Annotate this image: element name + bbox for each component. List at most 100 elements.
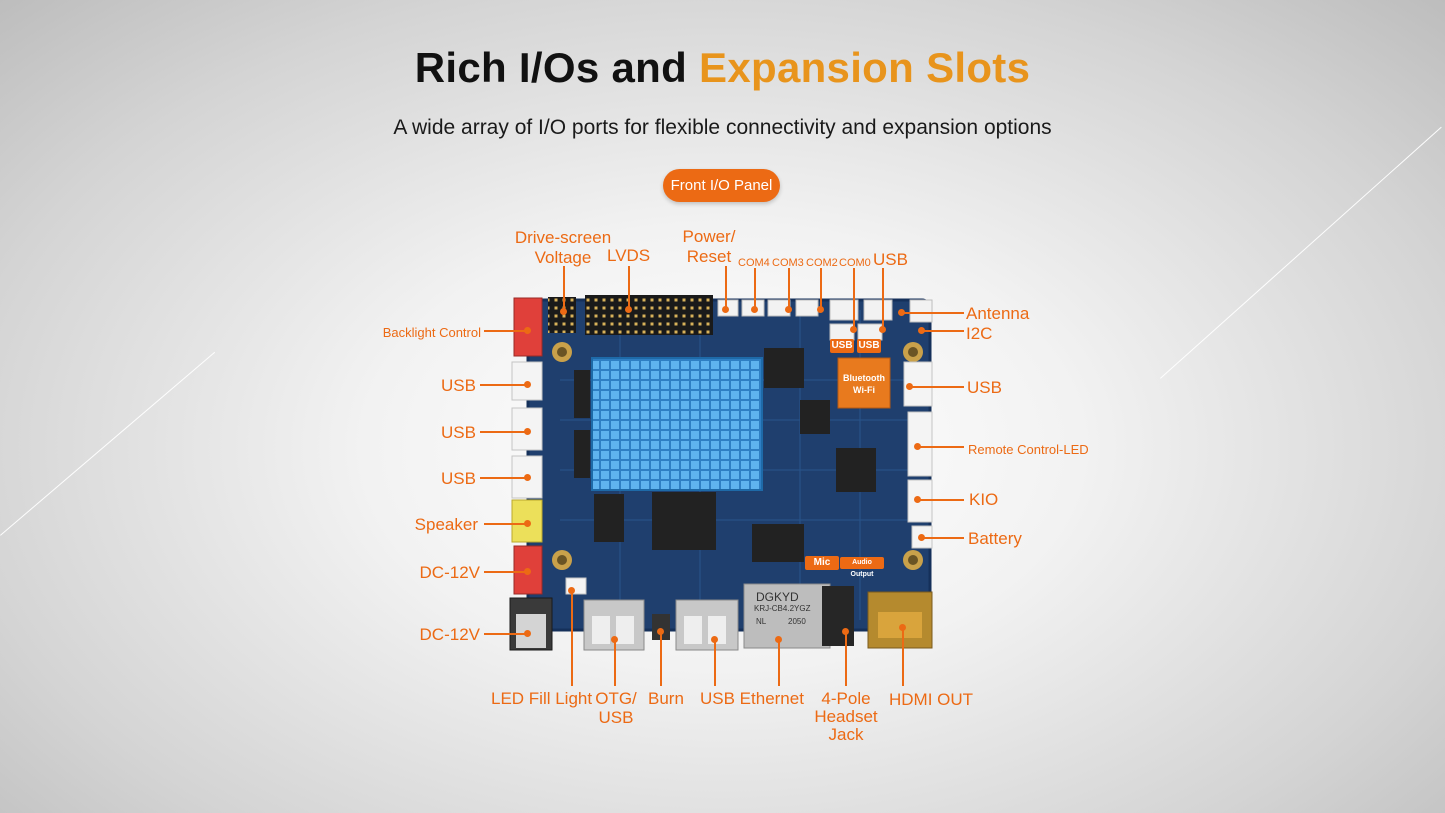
leader-speaker [484,523,528,525]
label-line: Voltage [534,248,592,267]
leader-dot [918,534,925,541]
title-main: Rich I/Os and [414,44,700,91]
leader-dot [524,428,531,435]
lvds-header [585,295,713,335]
page-title: Rich I/Os and Expansion Slots [0,44,1445,92]
label-battery: Battery [968,529,1022,548]
leader-usb-left-2 [480,431,528,433]
leader-kio [918,499,964,501]
label-line: OTG/ [595,689,637,708]
leader-com4 [754,268,756,310]
leader-dot [657,628,664,635]
bt-label: Bluetooth [843,373,885,383]
leader-dot [879,326,886,333]
leader-dot [850,326,857,333]
label-power-reset: Power/ Reset [670,227,748,267]
leader-dot [524,630,531,637]
leader-dot [914,496,921,503]
page-subtitle: A wide array of I/O ports for flexible c… [393,116,1052,139]
leader-usb-ethernet [714,640,716,686]
label-hdmi-out: HDMI OUT [889,690,974,709]
label-speaker: Speaker [414,515,478,534]
leader-dot [842,628,849,635]
leader-antenna [902,312,964,314]
label-line: Drive-screen [514,228,612,247]
leader-usb-right [910,386,964,388]
leader-lvds [628,266,630,310]
mic-tag: Mic [805,556,839,570]
leader-dot [568,587,575,594]
label-burn: Burn [648,689,684,708]
leader-burn [660,632,662,686]
leader-dot [524,381,531,388]
leader-dot [524,520,531,527]
leader-com0 [853,268,855,330]
leader-com2 [820,268,822,310]
title-accent: Expansion Slots [699,44,1031,91]
leader-usb-top [882,268,884,330]
leader-usb-left-1 [480,384,528,386]
leader-power-reset [725,266,727,310]
front-io-panel-button[interactable]: Front I/O Panel [663,169,780,202]
label-com3: COM3 [772,257,804,269]
label-drive-screen-voltage: Drive-screen Voltage [508,228,618,268]
usb-tag-2: USB [857,339,881,353]
leader-battery [922,537,964,539]
leader-dot [560,308,567,315]
leader-headset [845,632,847,686]
label-kio: KIO [969,490,999,509]
bt-wifi-tag: Bluetooth Wi-Fi [838,372,890,398]
label-otg-usb: OTG/ USB [594,689,638,727]
label-backlight-control: Backlight Control [382,325,481,340]
usb-tag-1: USB [830,339,854,353]
leader-i2c [922,330,964,332]
label-headset-jack: 4-Pole Headset Jack [806,690,886,744]
leader-led-fill [571,590,573,686]
leader-dot [906,383,913,390]
leader-dot [751,306,758,313]
leader-dot [898,309,905,316]
leader-eth-port [778,640,780,686]
label-lvds: LVDS [607,246,651,265]
label-line: Power/ [682,227,736,246]
leader-dot [711,636,718,643]
ethernet-nl: NL [756,617,767,626]
leader-remote-led [918,446,964,448]
label-usb-left-3: USB [441,469,476,488]
label-line: USB [598,708,634,727]
label-line: Headset [814,707,878,726]
label-usb-ethernet: USB Ethernet [700,689,804,708]
ethernet-code: 2050 [788,617,806,626]
leader-drive-voltage [563,266,565,312]
label-com2: COM2 [806,257,838,269]
audio-jack [822,586,854,646]
leader-otg-usb [614,640,616,686]
ethernet-model: KRJ-CB4.2YGZ [754,604,811,613]
voltage-header [548,297,576,333]
label-usb-top: USB [873,250,908,269]
heatsink [591,357,763,491]
label-com4: COM4 [738,257,770,269]
label-i2c: I2C [966,324,993,343]
bt-wifi-module [837,357,891,409]
label-dc12v-1: DC-12V [419,563,480,582]
leader-hdmi [902,628,904,686]
leader-usb-left-3 [480,477,528,479]
label-line: Reset [686,247,732,266]
leader-dot [914,443,921,450]
leader-dot [524,474,531,481]
label-dc12v-2: DC-12V [419,625,480,644]
label-antenna: Antenna [966,304,1030,323]
ethernet-brand: DGKYD [756,590,799,604]
label-line: 4-Pole [821,689,871,708]
burn-button [652,614,670,640]
leader-dot [899,624,906,631]
label-usb-left-2: USB [441,423,476,442]
leader-dot [918,327,925,334]
leader-dot [817,306,824,313]
leader-dot [524,327,531,334]
leader-dc12v-1 [484,571,528,573]
speaker-connector [511,499,543,543]
wifi-label: Wi-Fi [853,385,875,395]
leader-dc12v-2 [484,633,528,635]
